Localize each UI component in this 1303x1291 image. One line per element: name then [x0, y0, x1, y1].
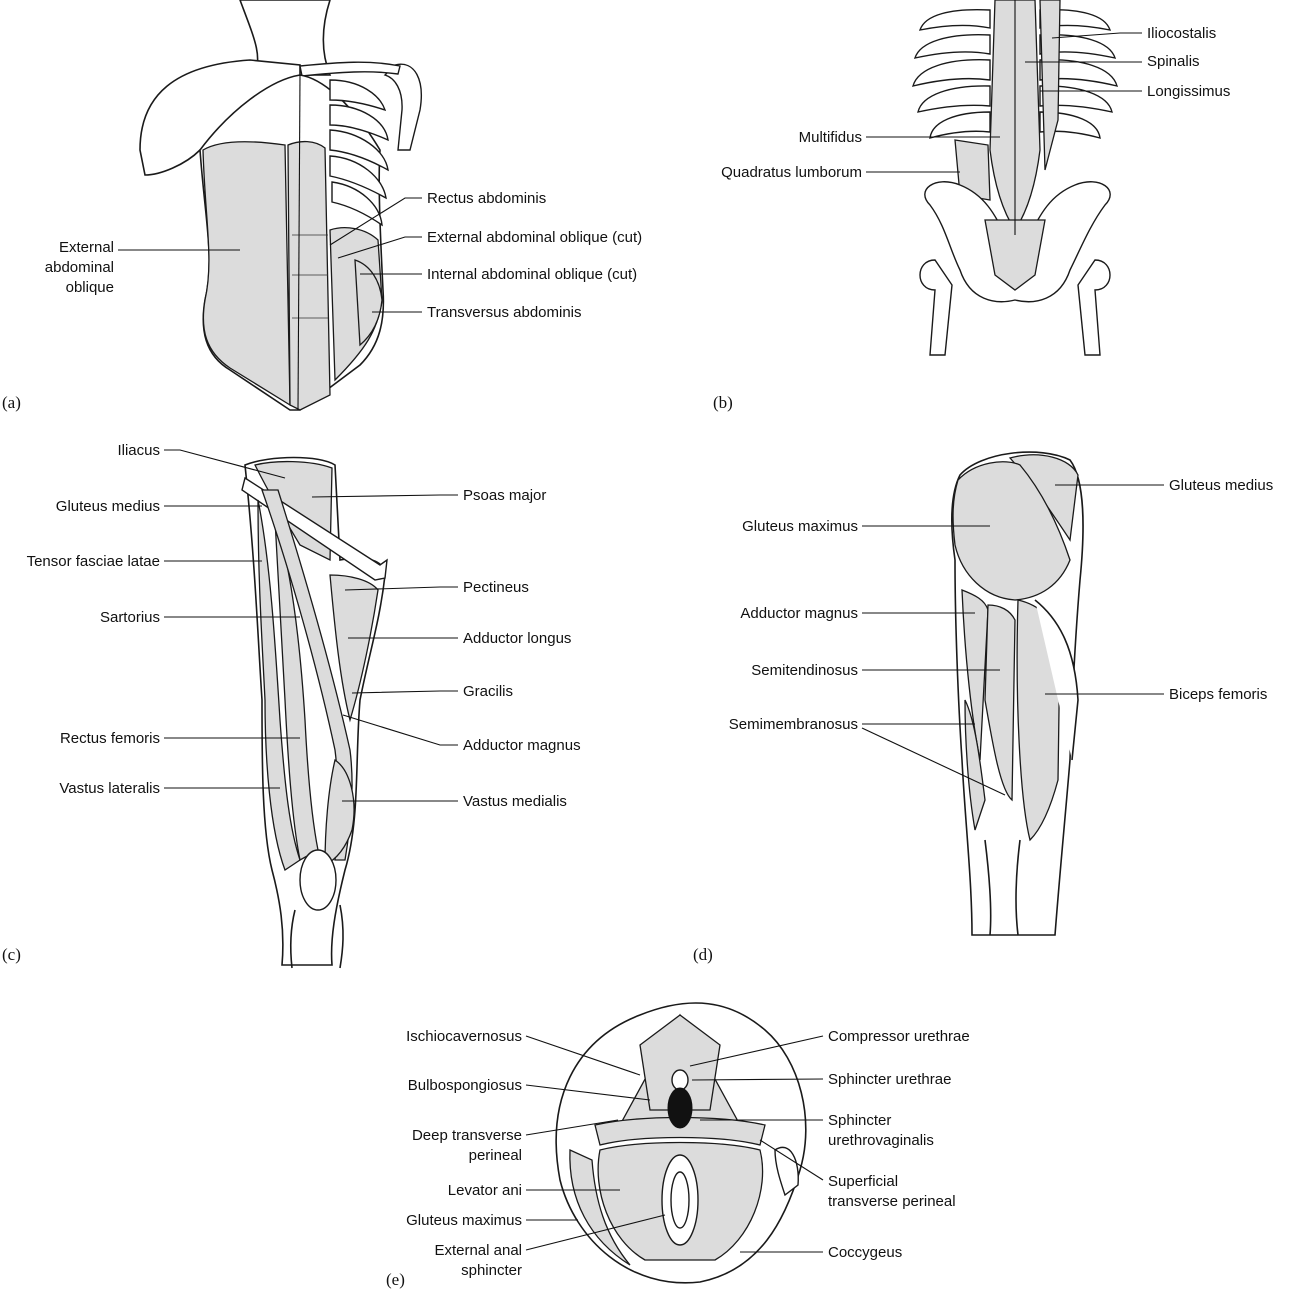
label-superficial-transverse-perineal-2: transverse perineal — [828, 1193, 956, 1210]
anal-opening — [670, 1171, 690, 1229]
label-vastus-medialis: Vastus medialis — [463, 793, 567, 810]
label-gluteus-medius-c: Gluteus medius — [56, 498, 160, 515]
ischiocavernosus-muscle — [639, 1014, 721, 1111]
panel-e-illustration — [555, 1002, 807, 1284]
panel-tag-c: (c) — [2, 945, 21, 964]
label-compressor-urethrae: Compressor urethrae — [828, 1028, 970, 1045]
sacrum — [984, 219, 1046, 291]
panel-c-labels: Iliacus Gluteus medius Tensor fasciae la… — [2, 442, 581, 964]
panel-a-labels: External abdominal oblique Rectus abdomi… — [2, 190, 642, 412]
vastus-medialis-muscle — [324, 758, 355, 867]
label-sphincter-urethrovaginalis-2: urethrovaginalis — [828, 1132, 934, 1149]
gluteus-maximus-muscle — [952, 461, 1071, 601]
panel-e-leaders — [525, 1035, 824, 1253]
label-internal-oblique-cut: Internal abdominal oblique (cut) — [427, 266, 637, 283]
iliotibial-tract — [1034, 599, 1079, 761]
label-iliacus: Iliacus — [117, 442, 160, 459]
panel-tag-b: (b) — [713, 393, 733, 412]
panel-a-leaders — [118, 197, 422, 313]
panel-d-labels: Gluteus maximus Adductor magnus Semitend… — [693, 477, 1273, 964]
label-semimembranosus: Semimembranosus — [729, 716, 858, 733]
gluteus-maximus-muscle-e — [569, 1149, 631, 1266]
knee-lines — [984, 839, 1021, 936]
label-gluteus-medius-d: Gluteus medius — [1169, 477, 1273, 494]
label-gluteus-maximus-d: Gluteus maximus — [742, 518, 858, 535]
label-external-oblique-cut: External abdominal oblique (cut) — [427, 229, 642, 246]
panel-c-leaders — [164, 449, 458, 802]
linea-alba — [297, 74, 301, 411]
label-external-abdominal-oblique-2: abdominal — [45, 259, 114, 276]
urethra-opening — [671, 1069, 689, 1091]
label-longissimus: Longissimus — [1147, 83, 1230, 100]
panel-d-illustration — [950, 451, 1084, 936]
label-coccygeus: Coccygeus — [828, 1244, 902, 1261]
rectus-abdominis-muscle — [287, 140, 331, 411]
panel-b-illustration — [912, 0, 1118, 356]
left-femur — [919, 259, 953, 356]
label-psoas-major: Psoas major — [463, 487, 546, 504]
neck-outline — [239, 0, 332, 76]
right-femur — [1077, 259, 1111, 356]
lower-leg-lines — [289, 904, 344, 969]
label-adductor-longus: Adductor longus — [463, 630, 571, 647]
label-spinalis: Spinalis — [1147, 53, 1200, 70]
label-pectineus: Pectineus — [463, 579, 529, 596]
label-rectus-abdominis: Rectus abdominis — [427, 190, 546, 207]
vaginal-opening — [667, 1087, 693, 1129]
transverse-perineal-muscle — [594, 1116, 766, 1146]
label-transversus-abdominis: Transversus abdominis — [427, 304, 582, 321]
label-external-abdominal-oblique-1: External — [59, 239, 114, 256]
label-adductor-magnus-d: Adductor magnus — [740, 605, 858, 622]
thigh-flap — [774, 1146, 799, 1197]
semimembranosus-muscle — [964, 699, 986, 831]
label-sphincter-urethrovaginalis-1: Sphincter — [828, 1112, 891, 1129]
label-gracilis: Gracilis — [463, 683, 513, 700]
label-external-abdominal-oblique-3: oblique — [66, 279, 114, 296]
right-humerus — [383, 63, 422, 151]
panel-c-illustration — [241, 456, 388, 969]
label-sphincter-urethrae: Sphincter urethrae — [828, 1071, 951, 1088]
vastus-lateralis-muscle — [257, 499, 301, 871]
quadratus-lumborum-muscle — [954, 139, 991, 201]
label-adductor-magnus-c: Adductor magnus — [463, 737, 581, 754]
label-bulbospongiosus: Bulbospongiosus — [408, 1077, 522, 1094]
panel-a-illustration — [139, 0, 422, 411]
label-levator-ani: Levator ani — [448, 1182, 522, 1199]
label-ischiocavernosus: Ischiocavernosus — [406, 1028, 522, 1045]
panel-tag-a: (a) — [2, 393, 21, 412]
label-quadratus-lumborum: Quadratus lumborum — [721, 164, 862, 181]
panel-b-leaders — [866, 32, 1142, 173]
label-rectus-femoris: Rectus femoris — [60, 730, 160, 747]
label-iliocostalis: Iliocostalis — [1147, 25, 1216, 42]
iliocostalis-muscle — [1039, 0, 1061, 171]
panel-b-labels: Iliocostalis Spinalis Longissimus Multif… — [713, 25, 1230, 412]
panel-e-labels: Ischiocavernosus Bulbospongiosus Deep tr… — [386, 1028, 970, 1289]
label-sartorius: Sartorius — [100, 609, 160, 626]
label-gluteus-maximus-e: Gluteus maximus — [406, 1212, 522, 1229]
label-vastus-lateralis: Vastus lateralis — [59, 780, 160, 797]
label-biceps-femoris: Biceps femoris — [1169, 686, 1267, 703]
transversus-abdominis-muscle — [354, 259, 383, 347]
label-external-anal-sphincter-2: sphincter — [461, 1262, 522, 1279]
panel-d-leaders — [861, 484, 1164, 796]
label-multifidus: Multifidus — [799, 129, 862, 146]
rib-cage — [329, 79, 389, 227]
label-external-anal-sphincter-1: External anal — [434, 1242, 522, 1259]
panel-tag-d: (d) — [693, 945, 713, 964]
patella — [299, 849, 337, 911]
semitendinosus-muscle — [984, 604, 1016, 802]
adductor-group-muscle — [329, 574, 379, 723]
label-deep-transverse-perineal-2: perineal — [469, 1147, 522, 1164]
label-deep-transverse-perineal-1: Deep transverse — [412, 1127, 522, 1144]
label-tensor-fasciae-latae: Tensor fasciae latae — [27, 553, 160, 570]
posterior-ribs-left — [912, 8, 991, 139]
panel-tag-e: (e) — [386, 1270, 405, 1289]
clavicle — [299, 61, 401, 77]
label-semitendinosus: Semitendinosus — [751, 662, 858, 679]
label-superficial-transverse-perineal-1: Superficial — [828, 1173, 898, 1190]
external-oblique-muscle — [202, 141, 291, 407]
